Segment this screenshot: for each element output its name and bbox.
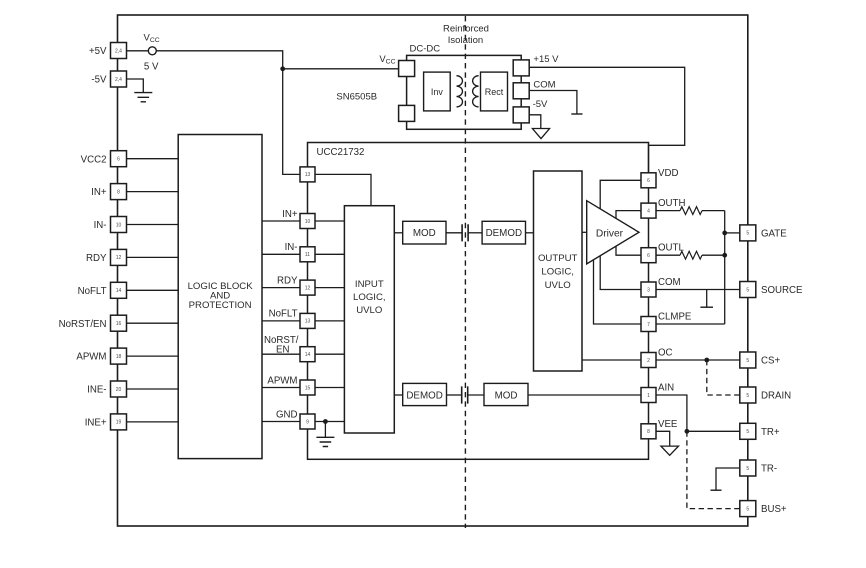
svg-text:MOD: MOD xyxy=(413,228,436,239)
svg-text:18: 18 xyxy=(116,354,122,360)
svg-text:NoRST/EN: NoRST/EN xyxy=(59,319,107,330)
svg-text:VCC2: VCC2 xyxy=(81,154,107,165)
svg-text:13: 13 xyxy=(305,319,311,325)
svg-text:NoFLT: NoFLT xyxy=(269,309,298,320)
svg-text:VCC: VCC xyxy=(144,33,160,45)
svg-text:12: 12 xyxy=(116,255,122,261)
svg-text:2,4: 2,4 xyxy=(115,48,122,54)
svg-text:LOGIC,: LOGIC, xyxy=(353,292,386,303)
svg-text:CLMPE: CLMPE xyxy=(658,312,692,323)
svg-text:OUTL: OUTL xyxy=(658,243,684,254)
svg-text:IN-: IN- xyxy=(94,220,107,231)
svg-text:VEE: VEE xyxy=(658,419,678,430)
svg-text:9: 9 xyxy=(306,419,309,425)
svg-text:20: 20 xyxy=(116,387,122,393)
svg-text:DEMOD: DEMOD xyxy=(406,390,442,401)
svg-text:15: 15 xyxy=(305,385,311,391)
svg-text:NoRST/: NoRST/ xyxy=(264,335,299,346)
svg-text:19: 19 xyxy=(116,420,122,426)
svg-text:3: 3 xyxy=(647,287,650,293)
svg-text:7: 7 xyxy=(647,322,650,328)
svg-text:SN6505B: SN6505B xyxy=(336,92,377,103)
svg-text:INE+: INE+ xyxy=(85,418,107,429)
svg-text:Driver: Driver xyxy=(596,229,624,240)
svg-text:14: 14 xyxy=(305,352,311,358)
svg-text:OUTPUT: OUTPUT xyxy=(538,253,578,264)
svg-text:4: 4 xyxy=(647,208,650,214)
svg-text:12: 12 xyxy=(305,285,311,291)
svg-text:+15 V: +15 V xyxy=(533,54,559,65)
svg-text:MOD: MOD xyxy=(495,390,518,401)
svg-text:LOGIC BLOCK: LOGIC BLOCK xyxy=(188,281,254,292)
svg-text:8: 8 xyxy=(647,429,650,435)
svg-text:1: 1 xyxy=(647,393,650,399)
svg-text:UCC21732: UCC21732 xyxy=(317,147,365,158)
svg-text:6: 6 xyxy=(117,157,120,163)
svg-text:10: 10 xyxy=(305,219,311,225)
svg-text:RDY: RDY xyxy=(86,253,107,264)
svg-text:5: 5 xyxy=(746,429,749,435)
svg-text:COM: COM xyxy=(658,277,681,288)
svg-text:IN-: IN- xyxy=(285,242,298,253)
svg-text:SOURCE: SOURCE xyxy=(761,285,803,296)
svg-text:6: 6 xyxy=(647,178,650,184)
svg-text:APWM: APWM xyxy=(267,375,297,386)
svg-text:UVLO: UVLO xyxy=(545,280,571,291)
svg-text:APWM: APWM xyxy=(76,352,106,363)
svg-text:TR+: TR+ xyxy=(761,427,780,438)
svg-text:5: 5 xyxy=(746,393,749,399)
svg-text:5: 5 xyxy=(746,466,749,472)
svg-text:OUTH: OUTH xyxy=(658,198,685,209)
svg-text:Inv: Inv xyxy=(431,87,444,97)
svg-text:10: 10 xyxy=(116,222,122,228)
svg-text:AIN: AIN xyxy=(658,383,674,394)
svg-text:+5V: +5V xyxy=(89,46,107,57)
svg-text:Reinforced: Reinforced xyxy=(443,23,489,34)
svg-text:DRAIN: DRAIN xyxy=(761,391,791,402)
svg-text:PROTECTION: PROTECTION xyxy=(189,300,252,311)
svg-text:TR-: TR- xyxy=(761,464,777,475)
svg-text:6: 6 xyxy=(647,253,650,259)
svg-text:BUS+: BUS+ xyxy=(761,504,787,515)
svg-text:IN+: IN+ xyxy=(91,187,107,198)
svg-text:RDY: RDY xyxy=(277,275,298,286)
svg-text:AND: AND xyxy=(210,290,230,301)
svg-text:Rect: Rect xyxy=(485,87,504,97)
svg-text:5: 5 xyxy=(746,506,749,512)
svg-text:11: 11 xyxy=(305,252,310,258)
svg-text:OC: OC xyxy=(658,348,673,359)
svg-text:GATE: GATE xyxy=(761,229,787,240)
svg-text:INE-: INE- xyxy=(87,385,106,396)
svg-text:-5V: -5V xyxy=(533,99,548,110)
svg-text:COM: COM xyxy=(533,79,555,90)
svg-text:5 V: 5 V xyxy=(144,61,159,72)
svg-text:INPUT: INPUT xyxy=(355,279,384,290)
svg-text:5: 5 xyxy=(746,358,749,364)
svg-text:VDD: VDD xyxy=(658,168,678,179)
svg-text:5: 5 xyxy=(746,231,749,237)
svg-text:5: 5 xyxy=(746,287,749,293)
svg-text:DC-DC: DC-DC xyxy=(410,43,441,54)
svg-text:-5V: -5V xyxy=(91,75,107,86)
svg-text:14: 14 xyxy=(116,288,122,294)
svg-text:UVLO: UVLO xyxy=(356,305,382,316)
svg-text:VCC: VCC xyxy=(379,54,395,66)
svg-text:GND: GND xyxy=(276,409,298,420)
svg-text:2,4: 2,4 xyxy=(115,77,122,83)
svg-text:EN: EN xyxy=(276,345,289,356)
svg-text:Isolation: Isolation xyxy=(448,35,483,46)
svg-text:13: 13 xyxy=(305,172,311,178)
svg-text:DEMOD: DEMOD xyxy=(486,228,522,239)
svg-text:8: 8 xyxy=(117,189,120,195)
svg-text:CS+: CS+ xyxy=(761,356,780,367)
svg-text:IN+: IN+ xyxy=(282,209,298,220)
svg-text:2: 2 xyxy=(647,358,650,364)
svg-text:16: 16 xyxy=(116,321,122,327)
svg-text:LOGIC,: LOGIC, xyxy=(541,267,574,278)
svg-text:NoFLT: NoFLT xyxy=(78,286,107,297)
